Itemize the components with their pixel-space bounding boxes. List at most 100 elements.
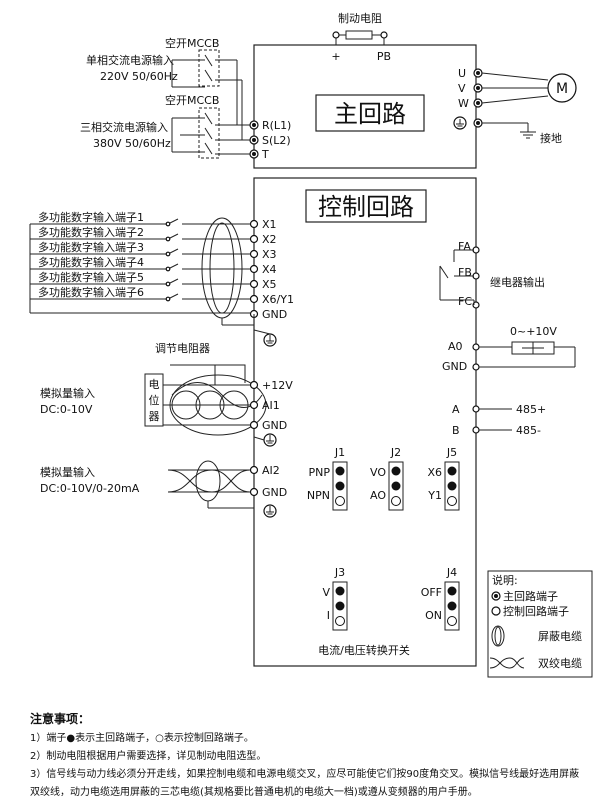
digital-input-label-5: 多功能数字输入端子5 xyxy=(38,270,144,284)
svg-text:W: W xyxy=(458,97,469,110)
control-circuit-box xyxy=(253,177,477,667)
svg-text:485-: 485- xyxy=(516,424,541,437)
mccb2-label: 空开MCCB xyxy=(165,93,219,107)
terminal-x1 xyxy=(249,219,259,229)
jumper-j2-bottom-label: AO xyxy=(370,489,386,502)
terminal-label: X3 xyxy=(262,248,277,261)
brake-plus-label: + xyxy=(331,50,340,63)
relay-output: FA FB FC xyxy=(439,240,480,309)
jumper-j2-title: J2 xyxy=(390,446,401,459)
jumper-caption: 电流/电压转换开关 xyxy=(318,643,410,657)
digital-input-label-2: 多功能数字输入端子2 xyxy=(38,225,144,239)
digital-input-label-1: 多功能数字输入端子1 xyxy=(38,210,144,224)
jumper-j3-title: J3 xyxy=(334,566,345,579)
svg-text:主回路端子: 主回路端子 xyxy=(503,590,558,603)
single-phase-label: 单相交流电源输入 xyxy=(86,53,174,67)
terminal-label: GND xyxy=(262,308,287,321)
svg-text:电: 电 xyxy=(149,378,160,391)
terminal-t-label: T xyxy=(261,148,269,161)
analog2-terminal xyxy=(249,465,259,475)
note-1: 1）端子●表示主回路端子，○表示控制回路端子。 xyxy=(30,733,254,744)
ground-label: 接地 xyxy=(540,132,562,145)
motor-label: M xyxy=(556,81,568,97)
jumper-j1-bottom-label: NPN xyxy=(307,489,330,502)
three-phase-label: 三相交流电源输入 xyxy=(80,120,168,134)
jumper-j4-top-label: OFF xyxy=(421,586,442,599)
terminal-s-label: S(L2) xyxy=(262,134,291,147)
terminal-x3 xyxy=(249,249,259,259)
single-phase-spec: 220V 50/60Hz xyxy=(100,70,178,83)
svg-text:B: B xyxy=(452,424,460,437)
digital-input-label-4: 多功能数字输入端子4 xyxy=(38,255,144,269)
control-title-frame xyxy=(305,189,427,223)
terminal-label: X4 xyxy=(262,263,277,276)
terminal-label: AI2 xyxy=(262,464,280,477)
jumper-j4-bottom-label: ON xyxy=(425,609,442,622)
rs485-terminals: A B 485+ 485- xyxy=(452,403,546,437)
jumper-j1-title: J1 xyxy=(334,446,345,459)
three-phase-spec: 380V 50/60Hz xyxy=(93,137,171,150)
brake-terminal-pb xyxy=(380,31,388,39)
jumper-j3-bottom-label: I xyxy=(327,609,330,622)
note-3: 3）信号线与动力线必须分开走线，如果控制电缆和电源电缆交叉，应尽可能使它们按90… xyxy=(30,769,580,798)
jumper-j3-top-label: V xyxy=(322,586,330,599)
jumper-j5-title: J5 xyxy=(446,446,457,459)
ground-symbol xyxy=(263,504,277,518)
terminal-label: X6/Y1 xyxy=(262,293,294,306)
svg-text:控制回路端子: 控制回路端子 xyxy=(503,604,569,618)
jumper-j2-top-label: VO xyxy=(370,466,386,479)
analog2-twisted-shield xyxy=(167,460,251,502)
analog2-terminal xyxy=(249,487,259,497)
terminal-label: X2 xyxy=(262,233,277,246)
terminal-label: GND xyxy=(262,486,287,499)
analog1-terminal xyxy=(249,420,259,430)
main-circuit-title: 主回路 xyxy=(334,100,406,128)
terminal-x4 xyxy=(249,264,259,274)
terminal-x5 xyxy=(249,279,259,289)
notes-section: 注意事项： 1）端子●表示主回路端子，○表示控制回路端子。 2）制动电阻根据用户… xyxy=(30,710,585,802)
brake-pb-label: PB xyxy=(377,50,391,63)
mccb2-breaker xyxy=(198,107,220,159)
svg-text:GND: GND xyxy=(442,360,467,373)
mccb1-breaker xyxy=(198,49,220,87)
terminal-label: X1 xyxy=(262,218,277,231)
svg-text:器: 器 xyxy=(149,410,160,423)
jumper-j4-title: J4 xyxy=(446,566,457,579)
terminal-r-label: R(L1) xyxy=(262,119,291,132)
ground-terminal xyxy=(453,116,536,139)
jumper-j5-top-label: X6 xyxy=(427,466,442,479)
terminal-label: GND xyxy=(262,419,287,432)
power-input-terminals xyxy=(249,120,259,159)
terminal-x2 xyxy=(249,234,259,244)
control-circuit-title: 控制回路 xyxy=(318,193,414,221)
motor-symbol xyxy=(547,73,577,103)
svg-text:FC: FC xyxy=(458,295,472,308)
terminal-label: +12V xyxy=(262,379,293,392)
analog1-terminal xyxy=(249,380,259,390)
svg-text:FB: FB xyxy=(458,266,472,279)
svg-text:U: U xyxy=(458,67,466,80)
analog2-label: 模拟量输入 xyxy=(40,465,95,479)
main-title-frame xyxy=(315,94,425,132)
mccb1-label: 空开MCCB xyxy=(165,36,219,50)
analog1-label: 模拟量输入 xyxy=(40,386,95,400)
legend: 说明: 主回路端子 控制回路端子 屏蔽电缆 双绞电缆 xyxy=(487,570,593,678)
terminal-label: AI1 xyxy=(262,399,280,412)
digital-inputs: 多功能数字输入端子1多功能数字输入端子2多功能数字输入端子3多功能数字输入端子4… xyxy=(29,210,294,321)
pot-label: 调节电阻器 xyxy=(155,342,210,355)
analog1-terminal xyxy=(249,400,259,410)
relay-label: 继电器输出 xyxy=(490,275,545,289)
analog-output: 0~+10V A0 GND xyxy=(442,325,576,373)
wiring-diagram: 主回路 制动电阻 + PB U V W M 接地 空开MCCB 单相交流电源输入 xyxy=(29,12,593,678)
brake-terminal-plus xyxy=(332,31,340,39)
note-2: 2）制动电阻根据用户需要选择，详见制动电阻选型。 xyxy=(30,751,267,762)
analog1-spec: DC:0-10V xyxy=(40,403,93,416)
brake-resistor-label: 制动电阻 xyxy=(338,12,382,25)
svg-text:0~+10V: 0~+10V xyxy=(510,325,557,338)
terminal-label: X5 xyxy=(262,278,277,291)
svg-text:FA: FA xyxy=(458,240,471,253)
